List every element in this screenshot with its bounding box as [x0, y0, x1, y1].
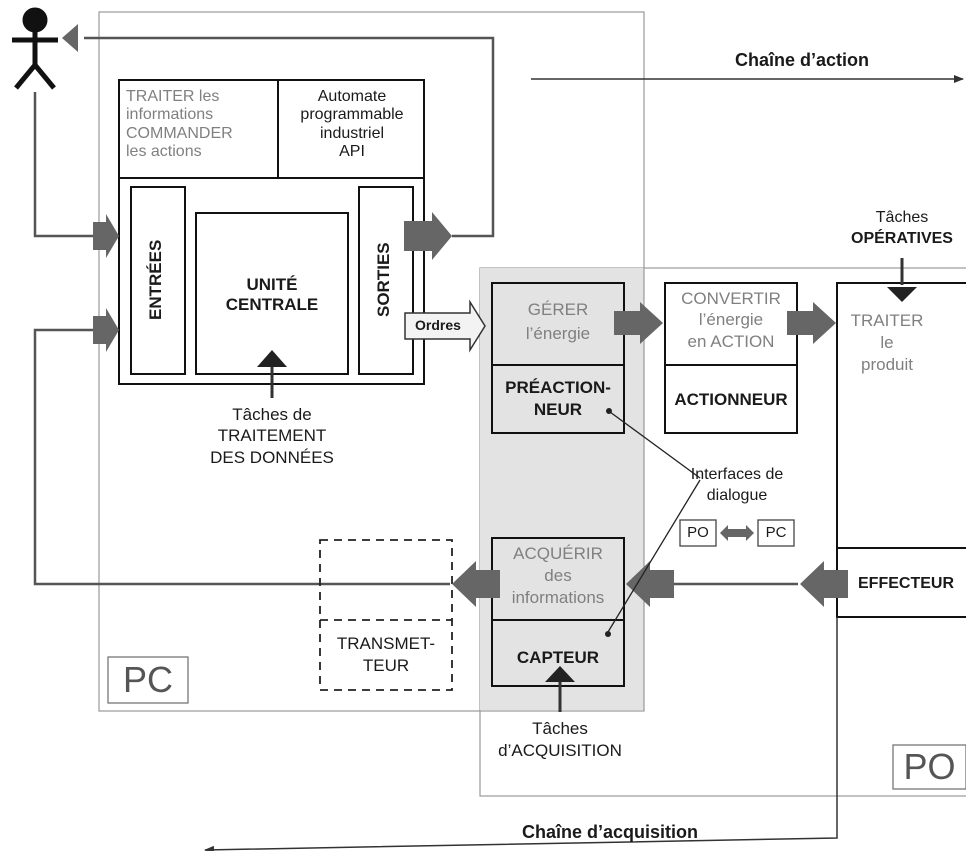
- interfaces-label: Interfaces de dialogue: [672, 465, 802, 507]
- preactionneur-label: PRÉACTION- NEUR: [492, 377, 624, 421]
- unite-line-2: CENTRALE: [225, 294, 319, 314]
- traiter-produit-label: TRAITER le produit: [837, 310, 937, 376]
- traitement-line-1: Tâches de: [232, 405, 312, 424]
- operatives-line-2: OPÉRATIVES: [851, 229, 953, 247]
- traiter-line-4: les actions: [126, 143, 202, 161]
- entrees-box: [130, 186, 186, 375]
- acquerir-line-3: informations: [511, 588, 605, 608]
- api-line-3: industriel: [319, 124, 385, 142]
- legend-pc-text: PC: [765, 524, 787, 541]
- convertir-line-2: l’énergie: [698, 310, 764, 330]
- taches-acquisition-label: Tâches d’ACQUISITION: [480, 718, 640, 762]
- arrow-operatives-down: [887, 287, 917, 302]
- traiter-line-1: TRAITER les: [126, 88, 220, 105]
- actionneur-label: ACTIONNEUR: [674, 390, 788, 409]
- arrow-acq-1: [452, 561, 500, 607]
- api-line-4: API: [339, 143, 365, 161]
- po-label-box: [892, 744, 966, 790]
- chaine-action-label: Chaîne d’action: [734, 50, 869, 70]
- taches-traitement-label: Tâches de TRAITEMENT DES DONNÉES: [197, 404, 347, 468]
- arrow-traitement-up: [257, 350, 287, 367]
- sorties-label: SORTIES: [374, 242, 393, 318]
- preactionneur-line-1: PRÉACTION-: [505, 378, 611, 397]
- arrow-energie-1: [614, 302, 663, 344]
- preactionneur-line-2: NEUR: [533, 400, 583, 420]
- legend-arrow-right: [738, 525, 754, 541]
- api-line-2: programmable: [300, 106, 404, 124]
- arrow-sorties-out: [404, 212, 452, 260]
- acquerir-line-1: ACQUÉRIR: [513, 544, 603, 563]
- acquerir-label: ACQUÉRIR des informations: [492, 543, 624, 609]
- taches-operatives-label: Tâches OPÉRATIVES: [842, 208, 962, 250]
- interfaces-line-2: dialogue: [706, 486, 768, 504]
- arrow-acquisition-up: [545, 666, 575, 682]
- api-label: Automate programmable industriel API: [282, 88, 422, 162]
- chaine-acquisition-line: [204, 617, 838, 851]
- convertir-line-3: en ACTION: [687, 331, 775, 351]
- arrow-entrees-2: [93, 308, 119, 352]
- pc-label-box: [107, 656, 189, 704]
- capteur-label: CAPTEUR: [516, 648, 600, 667]
- traiter-line-2: informations: [126, 106, 214, 124]
- pc-label: PC: [122, 659, 173, 700]
- arrow-acq-2: [626, 561, 674, 607]
- arrow-energie-2: [787, 302, 836, 344]
- traitement-line-2: TRAITEMENT: [217, 426, 327, 446]
- traiter-line-3: COMMANDER: [126, 124, 233, 142]
- acquisition-line-1: Tâches: [532, 719, 588, 738]
- traitement-line-3: DES DONNÉES: [210, 447, 334, 467]
- produit-line-1: TRAITER: [850, 311, 924, 330]
- legend-po-box: [679, 519, 717, 547]
- po-label: PO: [903, 746, 956, 787]
- acquerir-box: [491, 537, 625, 687]
- arrow-entrees-1: [93, 214, 119, 258]
- legend-arrow-left: [720, 525, 738, 541]
- traiter-produit-box: [836, 282, 966, 618]
- convertir-label: CONVERTIR l’énergie en ACTION: [665, 288, 797, 352]
- gerer-line-2: l’énergie: [525, 323, 591, 343]
- acquisition-return-line: [33, 328, 450, 586]
- effecteur-label: EFFECTEUR: [858, 575, 954, 592]
- operatives-line-1: Tâches: [875, 209, 929, 226]
- legend-po-text: PO: [687, 524, 709, 541]
- unite-centrale-label: UNITÉ CENTRALE: [196, 275, 348, 314]
- legend-pc-box: [757, 519, 795, 547]
- unite-line-1: UNITÉ: [246, 275, 298, 294]
- sorties-box: [358, 186, 414, 375]
- ordres-label: Ordres: [415, 317, 461, 333]
- gerer-label: GÉRER l’énergie: [492, 298, 624, 346]
- traiter-commander-label: TRAITER les informations COMMANDER les a…: [126, 88, 276, 162]
- transmetteur-line-2: TEUR: [362, 656, 410, 676]
- feedback-line-top: [84, 36, 495, 238]
- transmetteur-label: TRANSMET- TEUR: [320, 633, 452, 677]
- produit-line-2: le: [880, 333, 894, 353]
- unite-box: [195, 212, 349, 375]
- gerer-box: [491, 282, 625, 434]
- entrees-label: ENTRÉES: [146, 239, 165, 321]
- acquisition-line-2: d’ACQUISITION: [498, 741, 622, 761]
- chaine-acquisition-label: Chaîne d’acquisition: [521, 822, 699, 842]
- produit-line-3: produit: [861, 355, 913, 375]
- convertir-line-1: CONVERTIR: [681, 289, 781, 308]
- convertir-box: [664, 282, 798, 434]
- operator-icon: [12, 7, 58, 90]
- operator-to-entrees-line: [33, 92, 95, 238]
- gerer-line-1: GÉRER: [527, 300, 589, 319]
- interfaces-line-1: Interfaces de: [690, 466, 784, 483]
- api-line-1: Automate: [317, 88, 387, 105]
- acquerir-line-2: des: [544, 566, 572, 586]
- arrow-to-operator: [62, 24, 78, 52]
- pc-frame: [98, 11, 645, 712]
- ordres-arrow: [404, 299, 486, 353]
- arrow-acq-3: [800, 561, 848, 607]
- transmetteur-line-1: TRANSMET-: [336, 634, 436, 653]
